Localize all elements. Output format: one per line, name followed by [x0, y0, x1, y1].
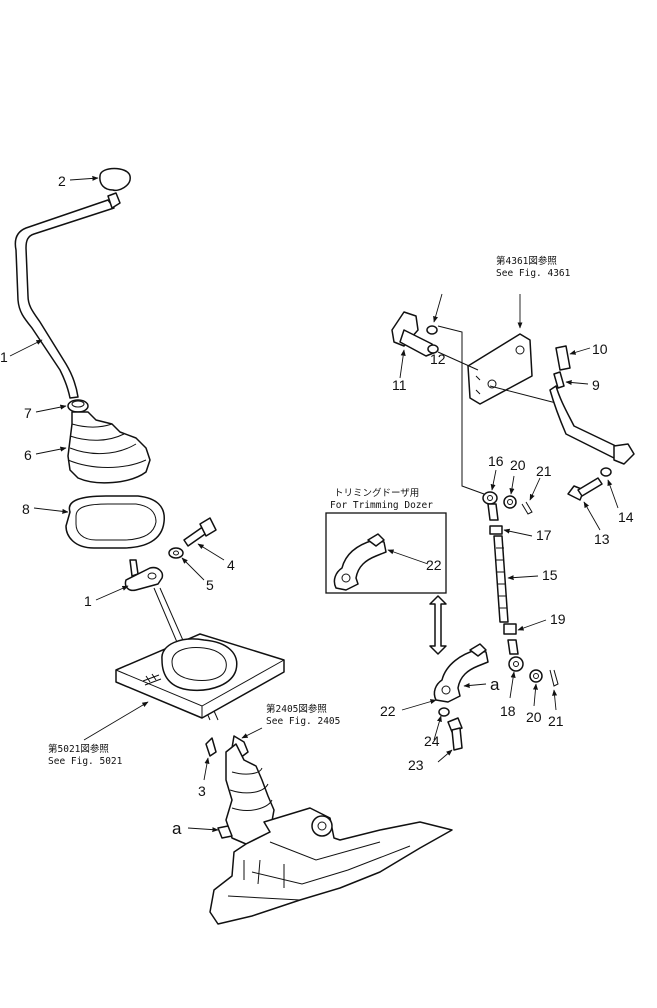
callout-14: 14	[618, 509, 634, 525]
inset-arm-part-22	[333, 533, 387, 591]
cotter-pin-part-21-upper	[521, 501, 533, 515]
callout-6: 6	[24, 447, 32, 463]
washer-part-24	[438, 707, 450, 717]
gearbox-part	[209, 735, 453, 925]
link-part-3	[205, 737, 217, 757]
rod-end-part-16	[482, 491, 499, 521]
ref-fig-5021-en: See Fig. 5021	[48, 756, 123, 767]
rod-end-part-18	[507, 639, 524, 672]
inset-title-en: For Trimming Dozer	[330, 500, 433, 511]
callout-1-lower: 1	[84, 593, 92, 609]
knob-part	[99, 167, 131, 192]
callout-20-upper: 20	[510, 457, 526, 473]
callout-1-upper: 1	[0, 349, 8, 365]
callout-12: 12	[430, 351, 446, 367]
callout-19: 19	[550, 611, 566, 627]
ref-fig-4361-en: See Fig. 4361	[496, 268, 571, 279]
bolt-part-23	[447, 717, 463, 751]
inset-title-jp: トリミングドーザ用	[334, 487, 419, 499]
alternate-arrow	[429, 595, 447, 655]
callout-17: 17	[536, 527, 552, 543]
mounting-plate-part	[467, 333, 533, 405]
callout-5: 5	[206, 577, 214, 593]
ref-fig-2405-en: See Fig. 2405	[266, 716, 340, 727]
ref-fig-4361-jp: 第4361図参照	[496, 255, 557, 267]
callout-22-main: 22	[380, 703, 396, 719]
callout-4: 4	[227, 557, 235, 573]
callout-21-upper: 21	[536, 463, 552, 479]
lever-part-9	[549, 371, 635, 465]
callout-22-inset: 22	[426, 557, 442, 573]
callout-10: 10	[592, 341, 608, 357]
washer-part-5	[168, 547, 184, 559]
floor-plate-part	[115, 633, 285, 719]
callout-18: 18	[500, 703, 516, 719]
callout-15: 15	[542, 567, 558, 583]
point-a-left: a	[172, 819, 182, 838]
callout-24: 24	[424, 733, 440, 749]
callout-13: 13	[594, 531, 610, 547]
callout-11: 11	[392, 377, 407, 393]
knob-part-10	[555, 345, 571, 371]
lever-rod-part	[14, 192, 121, 399]
ring-part	[67, 399, 89, 413]
callout-20-lower: 20	[526, 709, 542, 725]
shaft-part-11	[391, 311, 439, 357]
pin-part-12	[426, 325, 438, 335]
ref-fig-5021-jp: 第5021図参照	[48, 743, 109, 755]
clamp-band-part	[65, 495, 165, 549]
point-a-right: a	[490, 675, 500, 694]
arm-part-22	[433, 643, 489, 703]
rod-part-15	[493, 535, 509, 623]
lever-base-part	[124, 559, 164, 592]
bolt-part-13	[567, 477, 603, 501]
nut-part-19	[503, 623, 517, 635]
callout-2: 2	[58, 173, 66, 189]
ref-fig-2405-jp: 第2405図参照	[266, 703, 327, 715]
boot-part	[67, 411, 151, 484]
callout-3: 3	[198, 783, 206, 799]
nut-part-17	[489, 525, 503, 535]
nut-part-20-upper	[503, 495, 517, 509]
bolt-part-4	[183, 517, 217, 547]
nut-part-20-lower	[529, 669, 543, 683]
washer-part-14	[600, 467, 612, 477]
callout-23: 23	[408, 757, 424, 773]
callout-8: 8	[22, 501, 30, 517]
callout-9: 9	[592, 377, 600, 393]
callout-7: 7	[24, 405, 32, 421]
callout-21-lower: 21	[548, 713, 564, 729]
callout-16: 16	[488, 453, 504, 469]
cotter-pin-part-21-lower	[549, 669, 559, 687]
